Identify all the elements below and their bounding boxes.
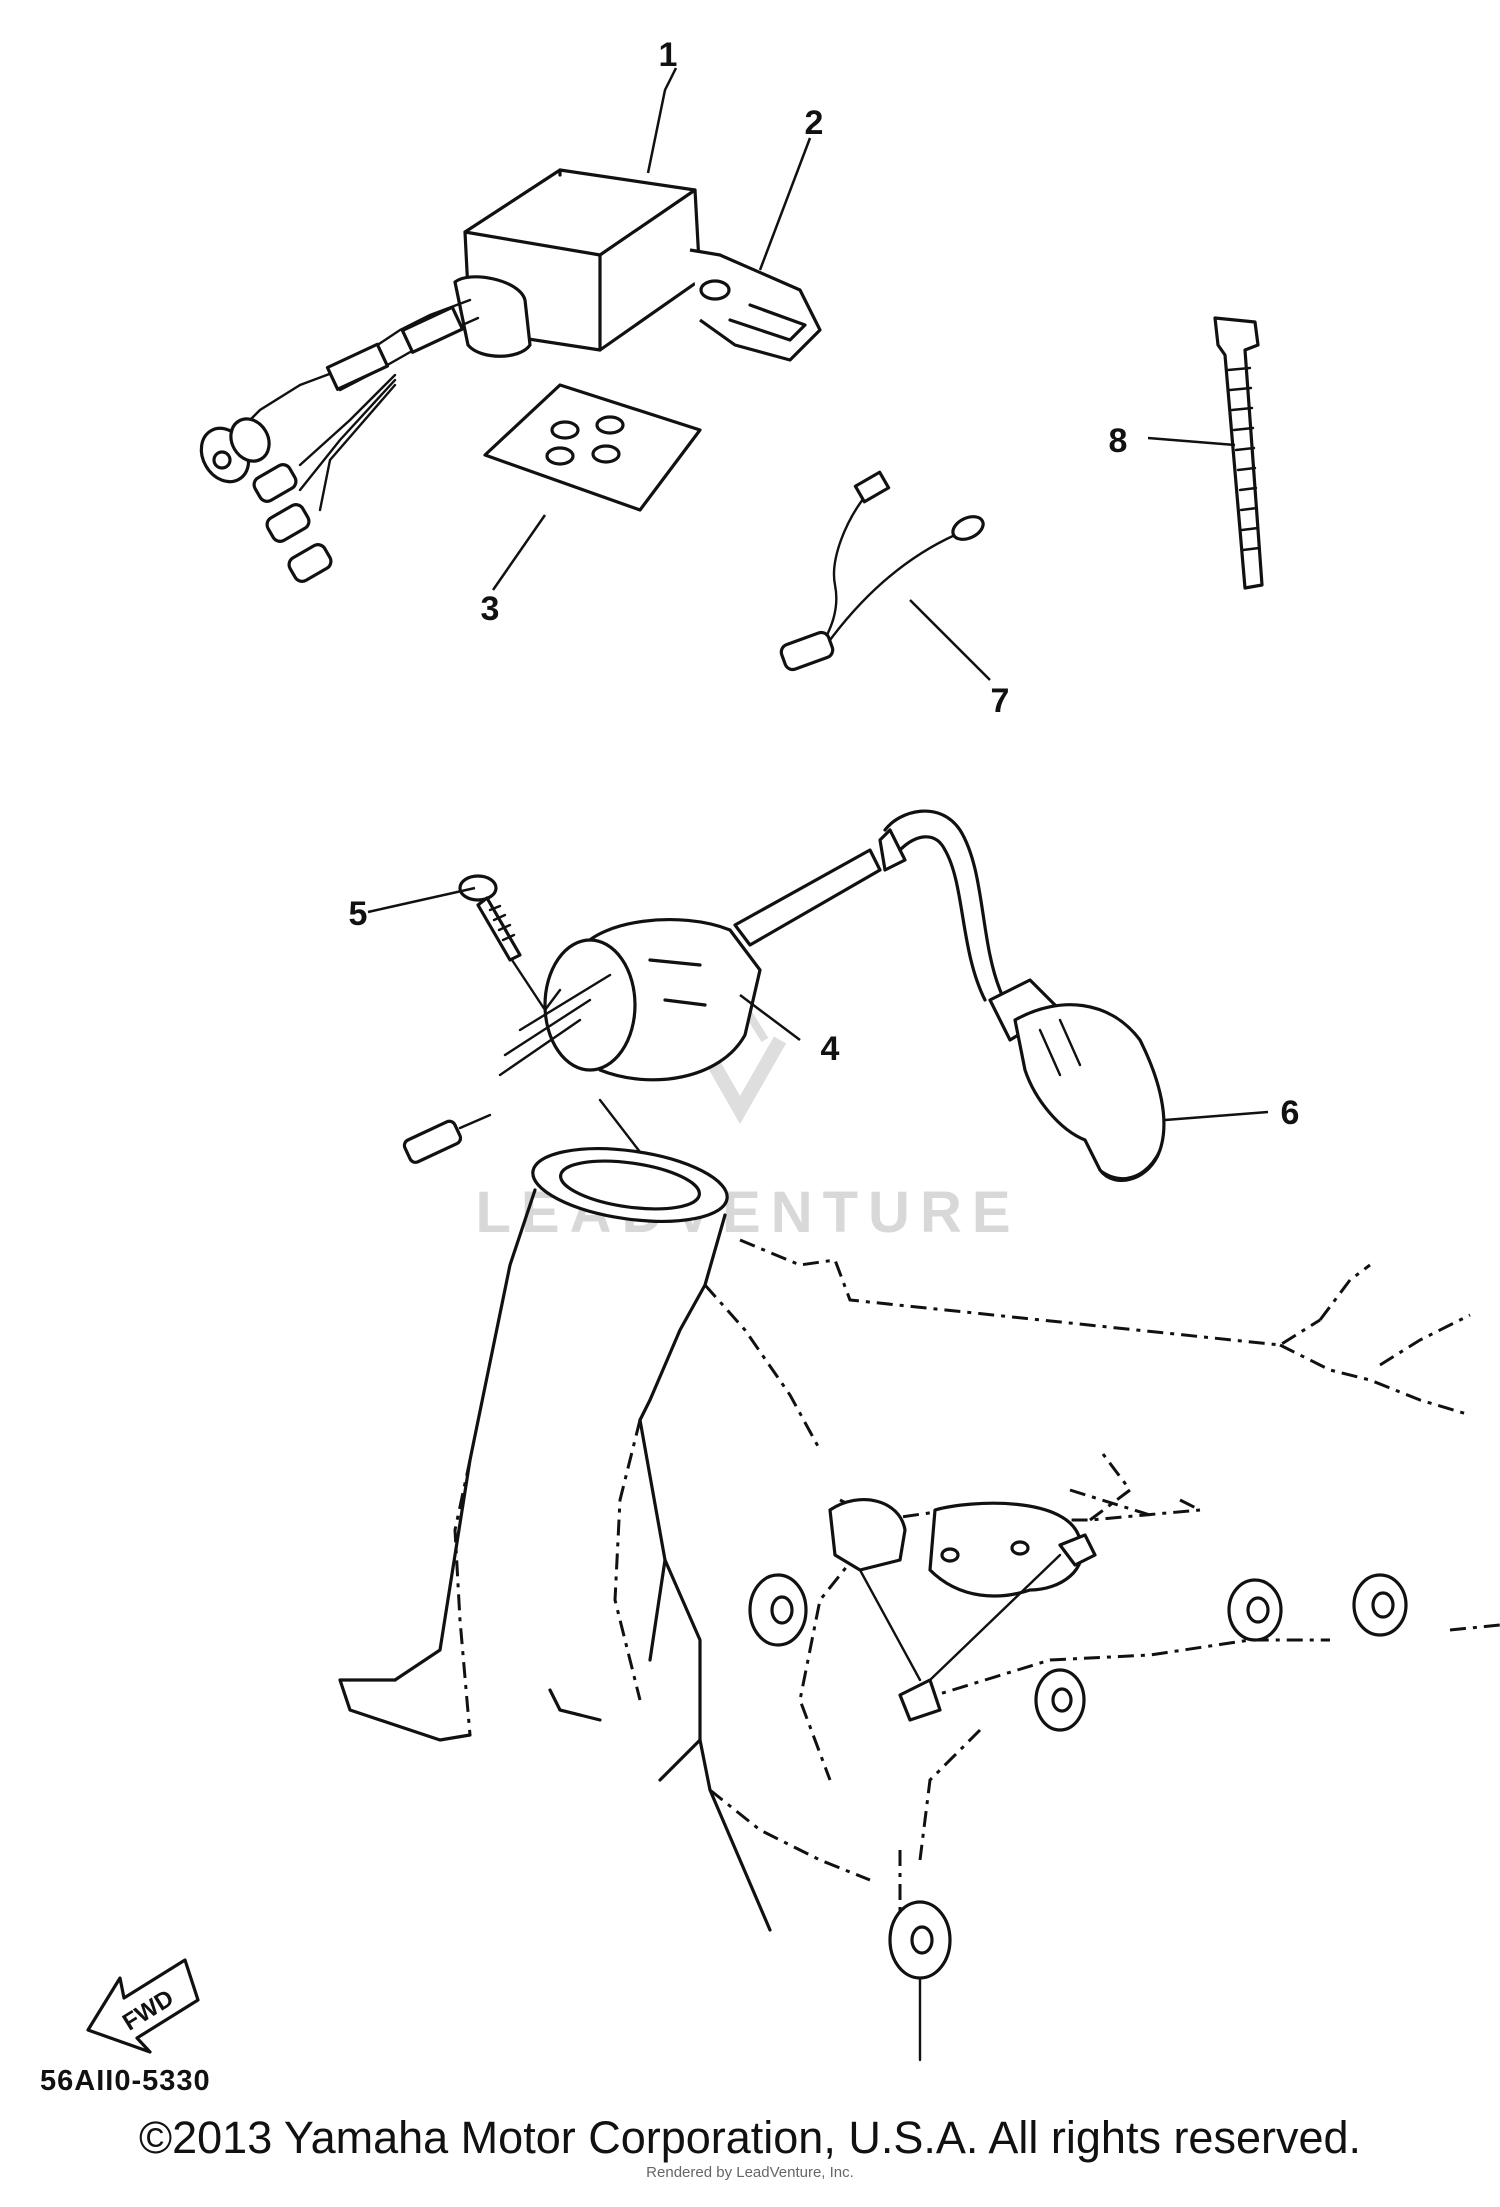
callout-4: 4 [821,1030,840,1068]
callout-8: 8 [1109,422,1128,460]
part-bracket[interactable] [689,248,822,362]
fwd-arrow: FWD [86,1958,200,2054]
part-plug-cap[interactable] [883,809,1166,1182]
part-cdi-unit[interactable] [192,168,702,584]
part-ignition-coil[interactable] [498,828,907,1082]
drawing-code: 56AII0-5330 [40,2065,211,2097]
callout-3: 3 [481,590,500,628]
part-plate[interactable] [483,383,702,512]
callout-1: 1 [659,36,678,74]
callouts: 1 2 3 4 5 6 7 8 [349,36,1300,1132]
copyright-notice: ©2013 Yamaha Motor Corporation, U.S.A. A… [138,2112,1362,2163]
frame [338,1147,1500,2062]
part-wire-lead[interactable] [779,470,987,672]
part-screw[interactable] [458,874,547,1012]
callout-7: 7 [991,682,1010,720]
callout-2: 2 [805,104,824,142]
rendered-by-note: Rendered by LeadVenture, Inc. [646,2164,854,2181]
part-cable-tie[interactable] [1213,316,1264,590]
leader-lines [367,67,1269,1122]
callout-6: 6 [1281,1094,1300,1132]
callout-5: 5 [349,895,368,933]
